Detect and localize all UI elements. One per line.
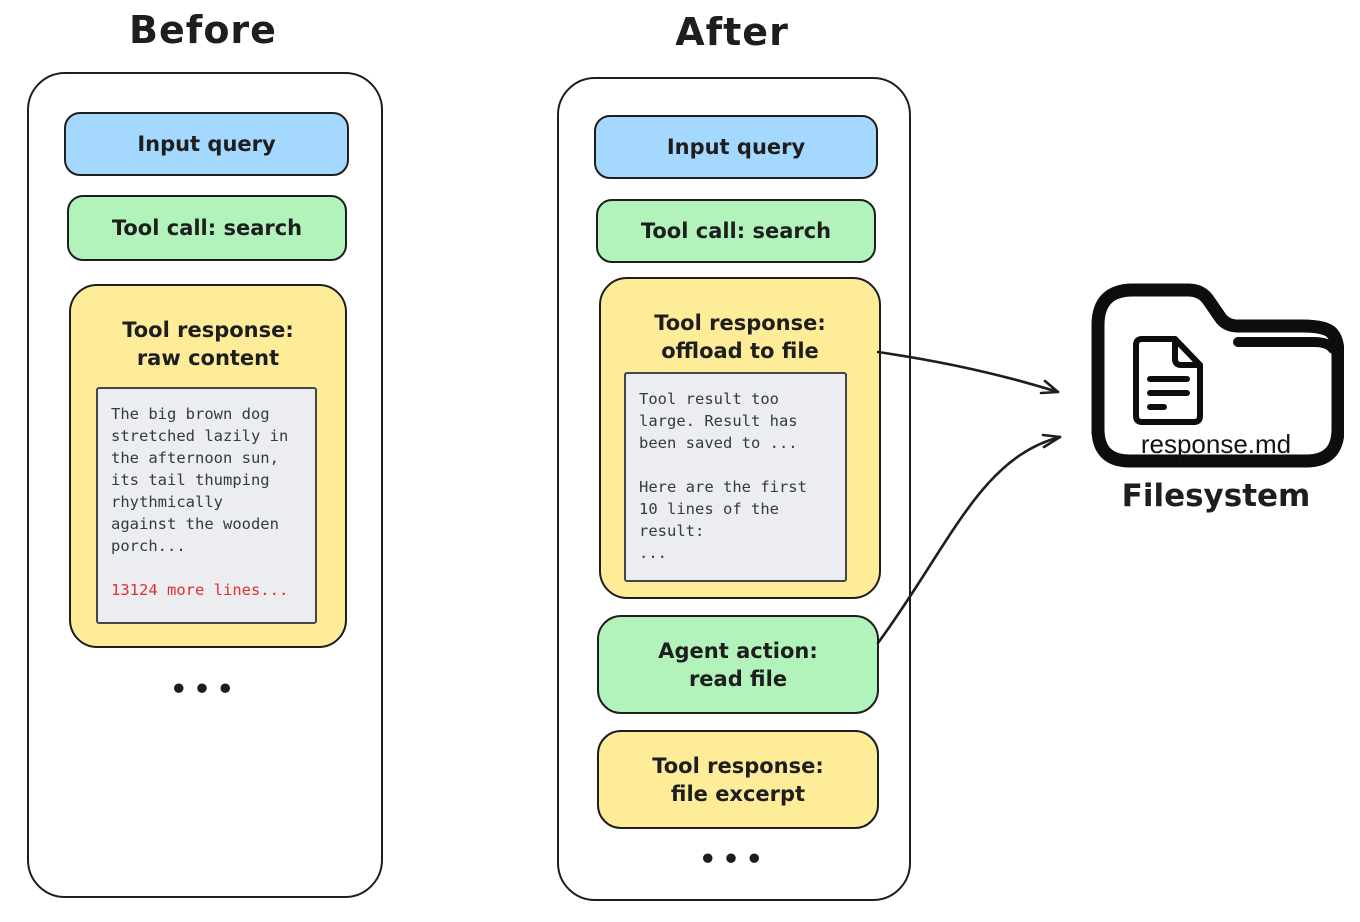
before-tool-response-title-line2: raw content [136,346,280,370]
before-input-query-box: Input query [64,112,349,176]
after-column: Input query Tool call: search Tool respo… [557,77,911,901]
document-icon [1133,336,1203,425]
before-input-query-label: Input query [137,132,276,156]
after-agent-action-line2: read file [688,666,788,691]
after-input-query-box: Input query [594,115,878,179]
before-column: Input query Tool call: search Tool respo… [27,72,383,898]
before-tool-call-box: Tool call: search [67,195,347,261]
after-tool-response-title-line1: Tool response: [654,311,826,335]
arrow-offload-head-icon [1039,379,1060,395]
before-ellipsis: ••• [170,674,240,705]
after-offload-message-block: Tool result too large. Result has been s… [624,372,847,582]
folder-back-edge [1233,337,1338,354]
folder-outline [1091,283,1344,468]
after-file-excerpt-box: Tool response: file excerpt [597,730,879,829]
before-tool-response-box: Tool response: raw content The big brown… [69,284,347,648]
after-ellipsis: ••• [699,844,769,875]
filesystem-label: Filesystem [1121,478,1311,514]
before-title: Before [129,8,277,52]
after-agent-action-line1: Agent action: [658,638,818,663]
after-tool-response-title-line2: offload to file [661,339,819,363]
before-raw-content-text: The big brown dog stretched lazily in th… [111,405,289,555]
after-agent-action-box: Agent action: read file [597,615,879,714]
after-input-query-label: Input query [666,135,806,159]
after-file-excerpt-line1: Tool response: [652,753,824,778]
after-title: After [675,10,789,54]
folder-icon [1091,283,1344,468]
after-tool-call-label: Tool call: search [640,219,832,243]
before-tool-call-label: Tool call: search [111,216,303,240]
after-file-excerpt-line2: file excerpt [670,781,806,806]
after-tool-call-box: Tool call: search [596,199,876,263]
folder-file-name: response.md [1140,429,1292,459]
before-truncation-note: 13124 more lines... [111,581,289,599]
before-raw-content-block: The big brown dog stretched lazily in th… [96,387,317,624]
after-tool-response-box: Tool response: offload to file Tool resu… [599,277,881,599]
before-tool-response-title-line1: Tool response: [122,318,294,342]
arrow-read-head-icon [1041,433,1062,449]
after-offload-message-text: Tool result too large. Result has been s… [639,390,807,562]
